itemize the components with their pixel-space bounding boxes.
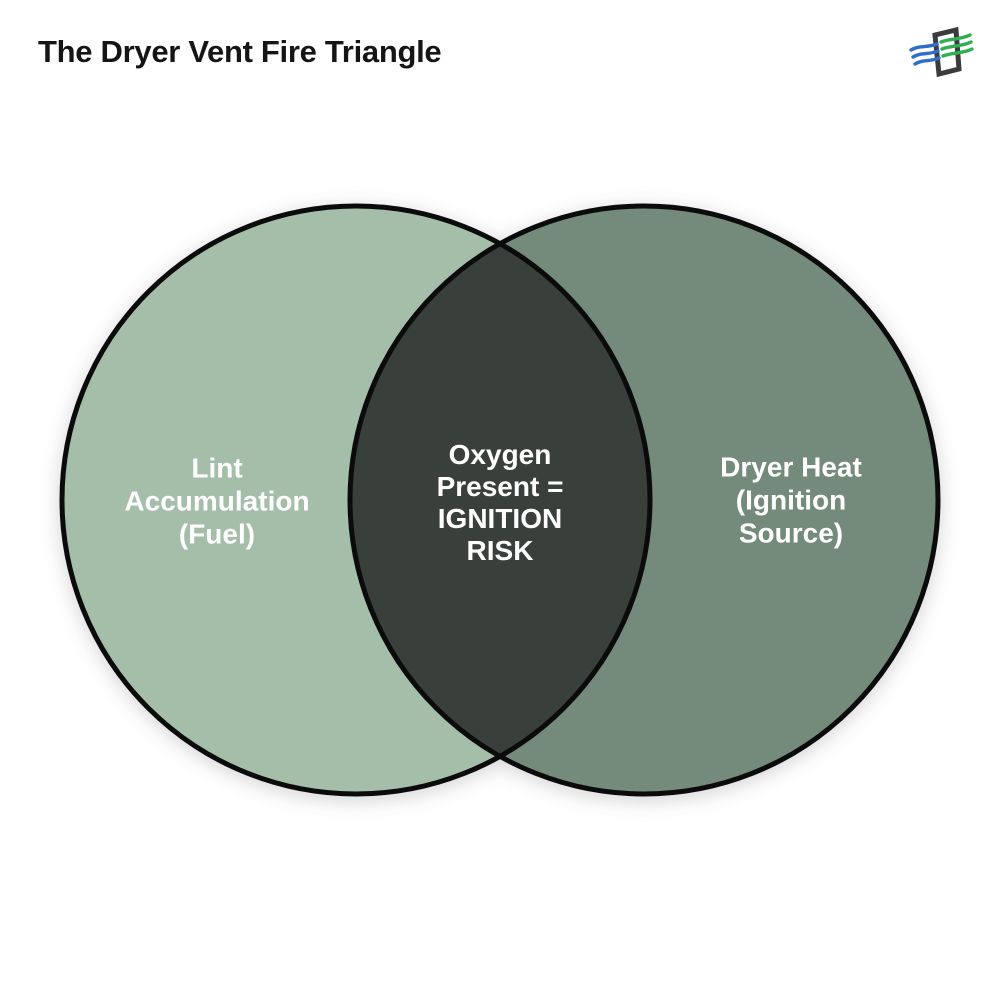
exhaust-swoosh-2: [940, 40, 973, 51]
overlap-shape: [350, 206, 650, 794]
left-circle-label-line: (Fuel): [178, 518, 256, 550]
intake-swoosh-3: [913, 56, 941, 66]
left-circle-label: Lint Accumulation (Fuel): [124, 452, 309, 551]
right-circle-label-line: Dryer Heat: [720, 451, 862, 483]
overlap-label-line: IGNITION: [437, 503, 563, 534]
exhaust-swoosh-3: [941, 47, 974, 58]
exhaust-air-swooshes: [939, 33, 974, 58]
right-circle-label-line: (Ignition: [735, 484, 847, 516]
overlap-label-line: Present =: [436, 471, 564, 502]
intake-swoosh-1: [909, 42, 939, 52]
left-circle-label-line: Lint: [191, 452, 243, 484]
left-circle-label-line: Accumulation: [124, 485, 310, 517]
overlap-label-line: RISK: [466, 535, 534, 566]
intake-swoosh-2: [911, 49, 940, 59]
overlap-label-line: Oxygen: [448, 439, 552, 470]
venn-shapes: [59, 203, 941, 797]
right-circle-outline: [347, 203, 941, 797]
exhaust-swoosh-1: [939, 33, 972, 44]
right-circle-label: Dryer Heat (Ignition Source): [720, 451, 862, 550]
intake-air-swooshes: [909, 42, 941, 66]
dryer-vent-airflow-icon: [909, 26, 974, 78]
page-title: The Dryer Vent Fire Triangle: [38, 34, 442, 69]
right-circle-label-line: Source): [738, 517, 844, 549]
overlap-label: Oxygen Present = IGNITION RISK: [437, 439, 564, 567]
left-circle-outline: [59, 203, 653, 797]
vent-frame-shape: [932, 26, 962, 78]
company-logo: [908, 26, 974, 78]
